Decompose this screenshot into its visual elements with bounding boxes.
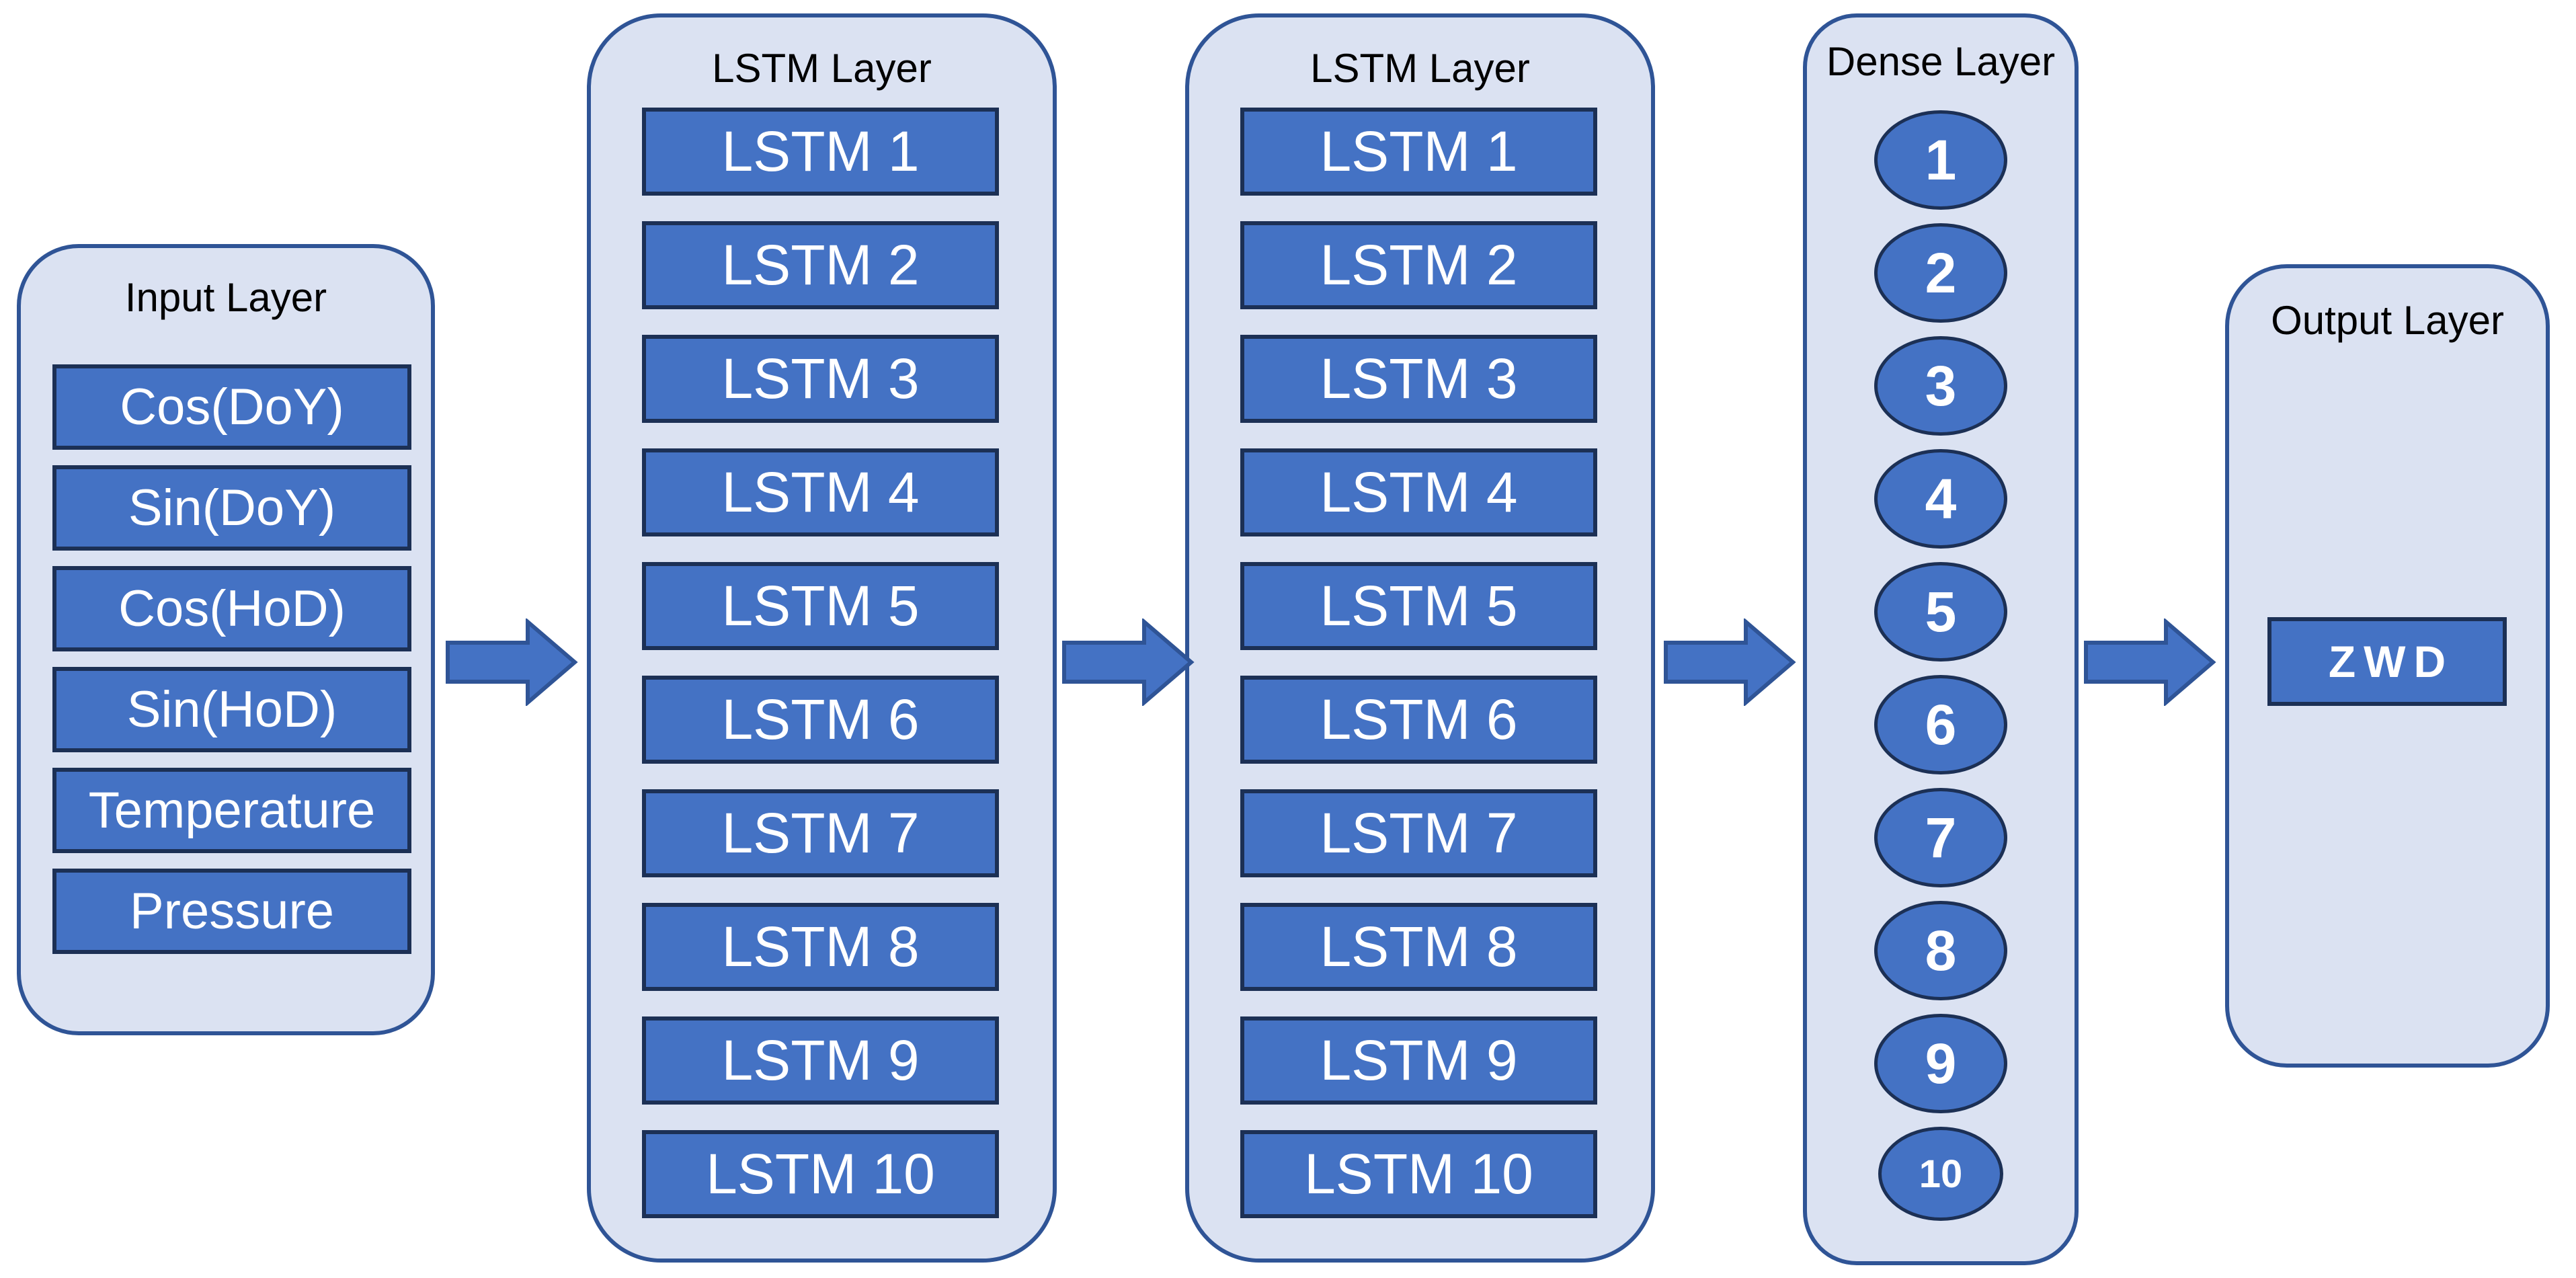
dense-node: 7 <box>1874 788 2007 887</box>
lstm-1-node: LSTM 2 <box>642 221 999 309</box>
lstm-layer-1-nodes: LSTM 1 LSTM 2 LSTM 3 LSTM 4 LSTM 5 LSTM 6 LSTM… <box>642 108 999 1218</box>
input-node: Cos(HoD) <box>52 566 411 651</box>
input-node: Cos(DoY) <box>52 364 411 450</box>
arrow-right-icon <box>1062 618 1195 706</box>
arrow-right-icon <box>2084 618 2216 706</box>
input-layer-container: Input Layer Cos(DoY) Sin(DoY) Cos(HoD) Sin(… <box>17 244 435 1035</box>
arrow-right-icon <box>446 618 578 706</box>
lstm-2-node: LSTM 10 <box>1240 1130 1597 1218</box>
input-layer-title: Input Layer <box>124 275 327 320</box>
lstm-1-node: LSTM 4 <box>642 448 999 536</box>
dense-node: 4 <box>1874 449 2007 549</box>
dense-layer-title: Dense Layer <box>1826 39 2056 84</box>
lstm-1-node: LSTM 10 <box>642 1130 999 1218</box>
lstm-2-node: LSTM 2 <box>1240 221 1597 309</box>
dense-node: 1 <box>1874 110 2007 210</box>
lstm-layer-2-nodes: LSTM 1 LSTM 2 LSTM 3 LSTM 4 LSTM 5 LSTM 6 LSTM… <box>1240 108 1597 1218</box>
lstm-2-node: LSTM 3 <box>1240 335 1597 423</box>
lstm-2-node: LSTM 8 <box>1240 903 1597 991</box>
output-layer-container: Output Layer ZWD <box>2225 264 2550 1068</box>
lstm-1-node: LSTM 6 <box>642 676 999 764</box>
dense-node: 5 <box>1874 562 2007 662</box>
output-node: ZWD <box>2267 617 2507 706</box>
dense-node: 3 <box>1874 336 2007 436</box>
arrow-right-icon <box>1664 618 1796 706</box>
lstm-1-node: LSTM 1 <box>642 108 999 196</box>
dense-node: 6 <box>1874 675 2007 774</box>
input-node: Sin(DoY) <box>52 465 411 551</box>
lstm-1-node: LSTM 8 <box>642 903 999 991</box>
lstm-layer-1-title: LSTM Layer <box>712 46 932 91</box>
lstm-2-node: LSTM 4 <box>1240 448 1597 536</box>
lstm-2-node: LSTM 9 <box>1240 1016 1597 1105</box>
input-layer-nodes: Cos(DoY) Sin(DoY) Cos(HoD) Sin(HoD) Temperat… <box>52 364 411 954</box>
dense-node: 9 <box>1874 1014 2007 1113</box>
lstm-2-node: LSTM 5 <box>1240 562 1597 650</box>
lstm-1-node: LSTM 9 <box>642 1016 999 1105</box>
lstm-1-node: LSTM 7 <box>642 789 999 877</box>
lstm-2-node: LSTM 7 <box>1240 789 1597 877</box>
lstm-layer-2-title: LSTM Layer <box>1310 46 1530 91</box>
lstm-2-node: LSTM 1 <box>1240 108 1597 196</box>
input-node: Sin(HoD) <box>52 667 411 752</box>
dense-node: 8 <box>1874 901 2007 1000</box>
dense-node: 2 <box>1874 223 2007 323</box>
lstm-1-node: LSTM 5 <box>642 562 999 650</box>
lstm-1-node: LSTM 3 <box>642 335 999 423</box>
dense-layer-container: Dense Layer 1 2 3 4 5 6 7 8 9 10 <box>1803 13 2079 1265</box>
input-node: Pressure <box>52 869 411 954</box>
output-layer-nodes: ZWD <box>2267 617 2507 706</box>
dense-node: 10 <box>1878 1127 2003 1221</box>
input-node: Temperature <box>52 768 411 853</box>
dense-layer-nodes: 1 2 3 4 5 6 7 8 9 10 <box>1807 110 2075 1221</box>
output-layer-title: Output Layer <box>2271 298 2504 343</box>
lstm-2-node: LSTM 6 <box>1240 676 1597 764</box>
